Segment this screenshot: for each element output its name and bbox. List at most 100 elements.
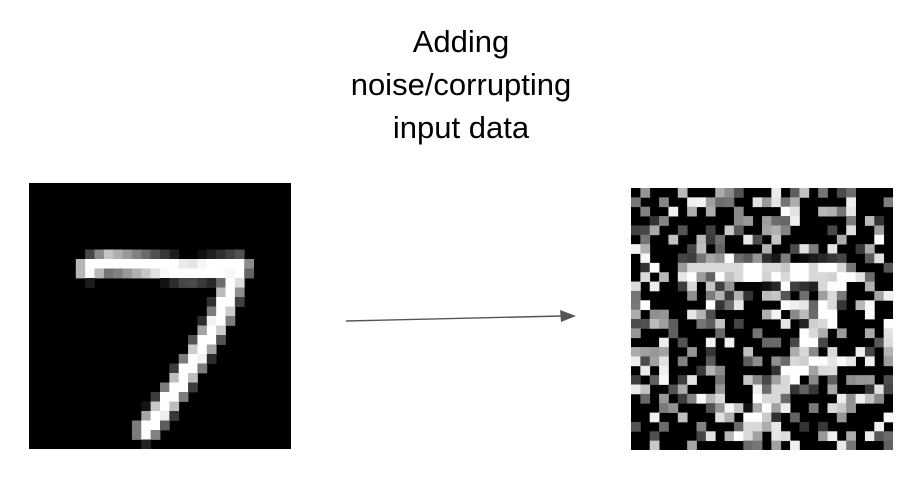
noisy-pixel [649,216,660,226]
noisy-pixel [827,403,838,413]
original-pixel [206,268,217,279]
noisy-pixel [874,234,885,245]
noisy-pixel [677,225,688,236]
original-pixel [113,259,123,269]
noisy-pixel [771,384,782,395]
noisy-pixel [715,365,725,376]
noisy-pixel [743,440,754,450]
noisy-pixel [864,347,875,357]
original-pixel [160,382,170,393]
noisy-pixel [771,290,782,301]
noisy-pixel [855,393,866,404]
noisy-pixel [883,431,893,442]
noisy-pixel [724,281,735,292]
noisy-pixel [649,319,660,329]
noisy-pixel [780,216,791,226]
noisy-pixel [883,262,893,273]
noisy-pixel [640,272,651,282]
noisy-pixel [724,253,735,264]
noisy-pixel [827,375,838,385]
original-pixel [188,344,198,355]
noisy-pixel [864,216,875,226]
noisy-pixel [771,403,782,413]
noisy-pixel [724,403,735,413]
noisy-pixel [836,393,847,404]
noisy-pixel [631,356,641,367]
original-pixel [197,354,208,364]
noisy-pixel [808,347,819,357]
noisy-pixel [818,300,828,311]
noisy-pixel [780,403,791,413]
original-pixel [141,439,152,449]
noisy-pixel [762,337,772,348]
noisy-pixel [649,375,660,385]
noisy-pixel [799,337,810,348]
noisy-pixel [659,197,669,208]
original-pixel [169,411,180,421]
noisy-pixel [864,253,875,264]
noisy-pixel [752,234,763,245]
noisy-pixel [855,244,866,254]
noisy-pixel [631,347,641,357]
caption-line-2: noise/corrupting [350,67,572,102]
noisy-pixel [752,440,763,450]
noisy-pixel [649,440,660,450]
noisy-pixel [818,431,828,442]
noisy-pixel [790,412,800,423]
noisy-pixel [864,244,875,254]
noisy-pixel [724,337,735,348]
original-pixel [197,259,208,269]
noisy-pixel [715,375,725,385]
noisy-digit-image [631,188,893,450]
noisy-pixel [864,384,875,395]
noisy-pixel [668,319,679,329]
noisy-pixel [808,262,819,273]
noisy-pixel [780,365,791,376]
noisy-pixel [874,384,885,395]
original-pixel [85,259,95,269]
noisy-pixel [640,347,651,357]
noisy-pixel [808,272,819,282]
noisy-pixel [864,356,875,367]
noisy-pixel [631,281,641,292]
noisy-pixel [818,290,828,301]
noisy-pixel [799,421,810,432]
noisy-pixel [752,272,763,282]
noisy-pixel [733,262,744,273]
noisy-pixel [883,412,893,423]
noisy-pixel [818,356,828,367]
noisy-pixel [659,375,669,385]
noisy-pixel [733,188,744,198]
noisy-pixel [705,309,716,320]
original-pixel [169,278,180,288]
noisy-pixel [659,337,669,348]
noisy-pixel [790,309,800,320]
noisy-pixel [771,365,782,376]
noisy-pixel [649,347,660,357]
original-pixel [188,354,198,364]
noisy-pixel [808,384,819,395]
noisy-pixel [762,216,772,226]
noisy-pixel [640,262,651,273]
noisy-pixel [827,262,838,273]
noisy-pixel [780,431,791,442]
noisy-pixel [752,262,763,273]
original-pixel [234,297,245,307]
original-pixel [225,278,236,288]
noisy-pixel [631,375,641,385]
noisy-pixel [687,375,697,385]
noisy-pixel [799,244,810,254]
noisy-pixel [799,253,810,264]
noisy-pixel [752,356,763,367]
noisy-pixel [771,412,782,423]
original-pixel [197,268,208,279]
noisy-pixel [855,300,866,311]
noisy-pixel [780,272,791,282]
noisy-pixel [640,206,651,217]
noisy-pixel [696,393,707,404]
original-pixel [216,259,226,269]
noisy-pixel [640,393,651,404]
noisy-pixel [846,225,856,236]
noisy-pixel [827,431,838,442]
noisy-pixel [733,290,744,301]
